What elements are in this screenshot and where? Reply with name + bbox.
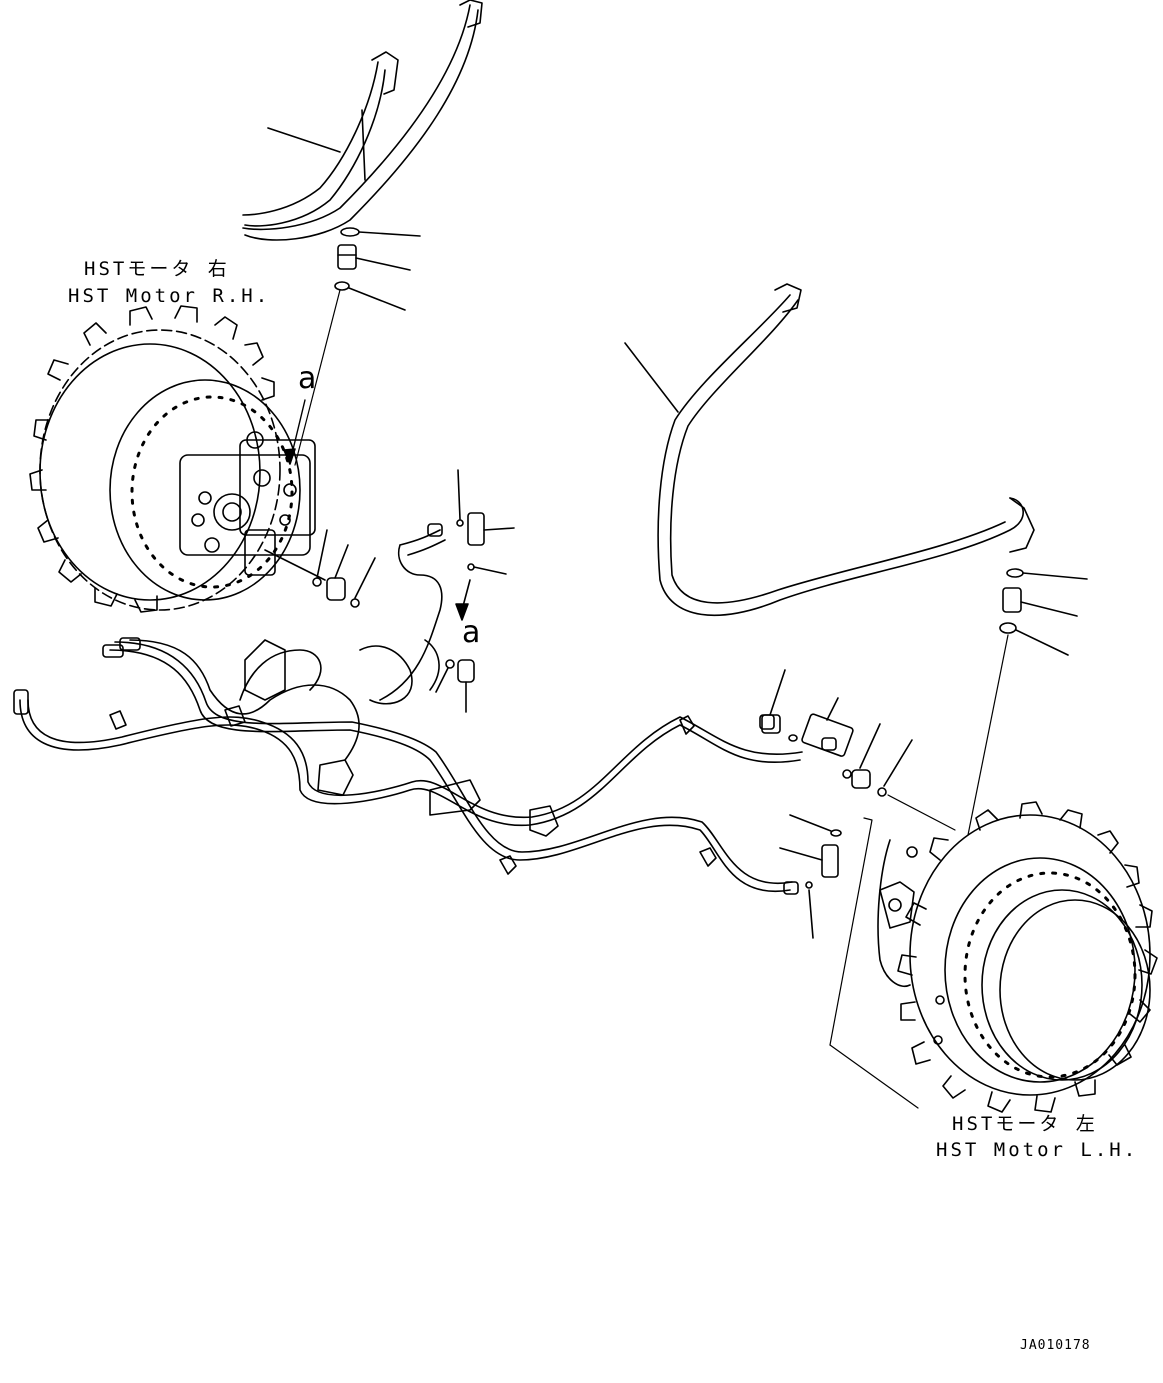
label-motor-lh-en: HST Motor L.H. <box>936 1139 1139 1161</box>
callout-a-lower: a <box>462 615 481 650</box>
drawing-code: JA010178 <box>1020 1338 1091 1353</box>
fittings-rh-block <box>265 530 375 607</box>
hst-motor-rh <box>30 306 315 612</box>
hst-motor-lh <box>878 802 1157 1112</box>
label-motor-rh-jp: HSTモータ 右 <box>84 258 230 280</box>
label-motor-lh-jp: HSTモータ 左 <box>952 1113 1098 1135</box>
hose-rh-upper <box>243 0 482 240</box>
label-motor-rh-en: HST Motor R.H. <box>68 285 271 307</box>
fittings-center <box>436 470 514 712</box>
fittings-lh-block <box>762 670 955 1108</box>
callout-a-upper: a <box>298 361 317 396</box>
fittings-rh-top <box>295 228 420 465</box>
fittings-lh-top <box>968 569 1087 835</box>
hose-lh-upper <box>625 284 1034 615</box>
hose-harness <box>14 524 836 894</box>
